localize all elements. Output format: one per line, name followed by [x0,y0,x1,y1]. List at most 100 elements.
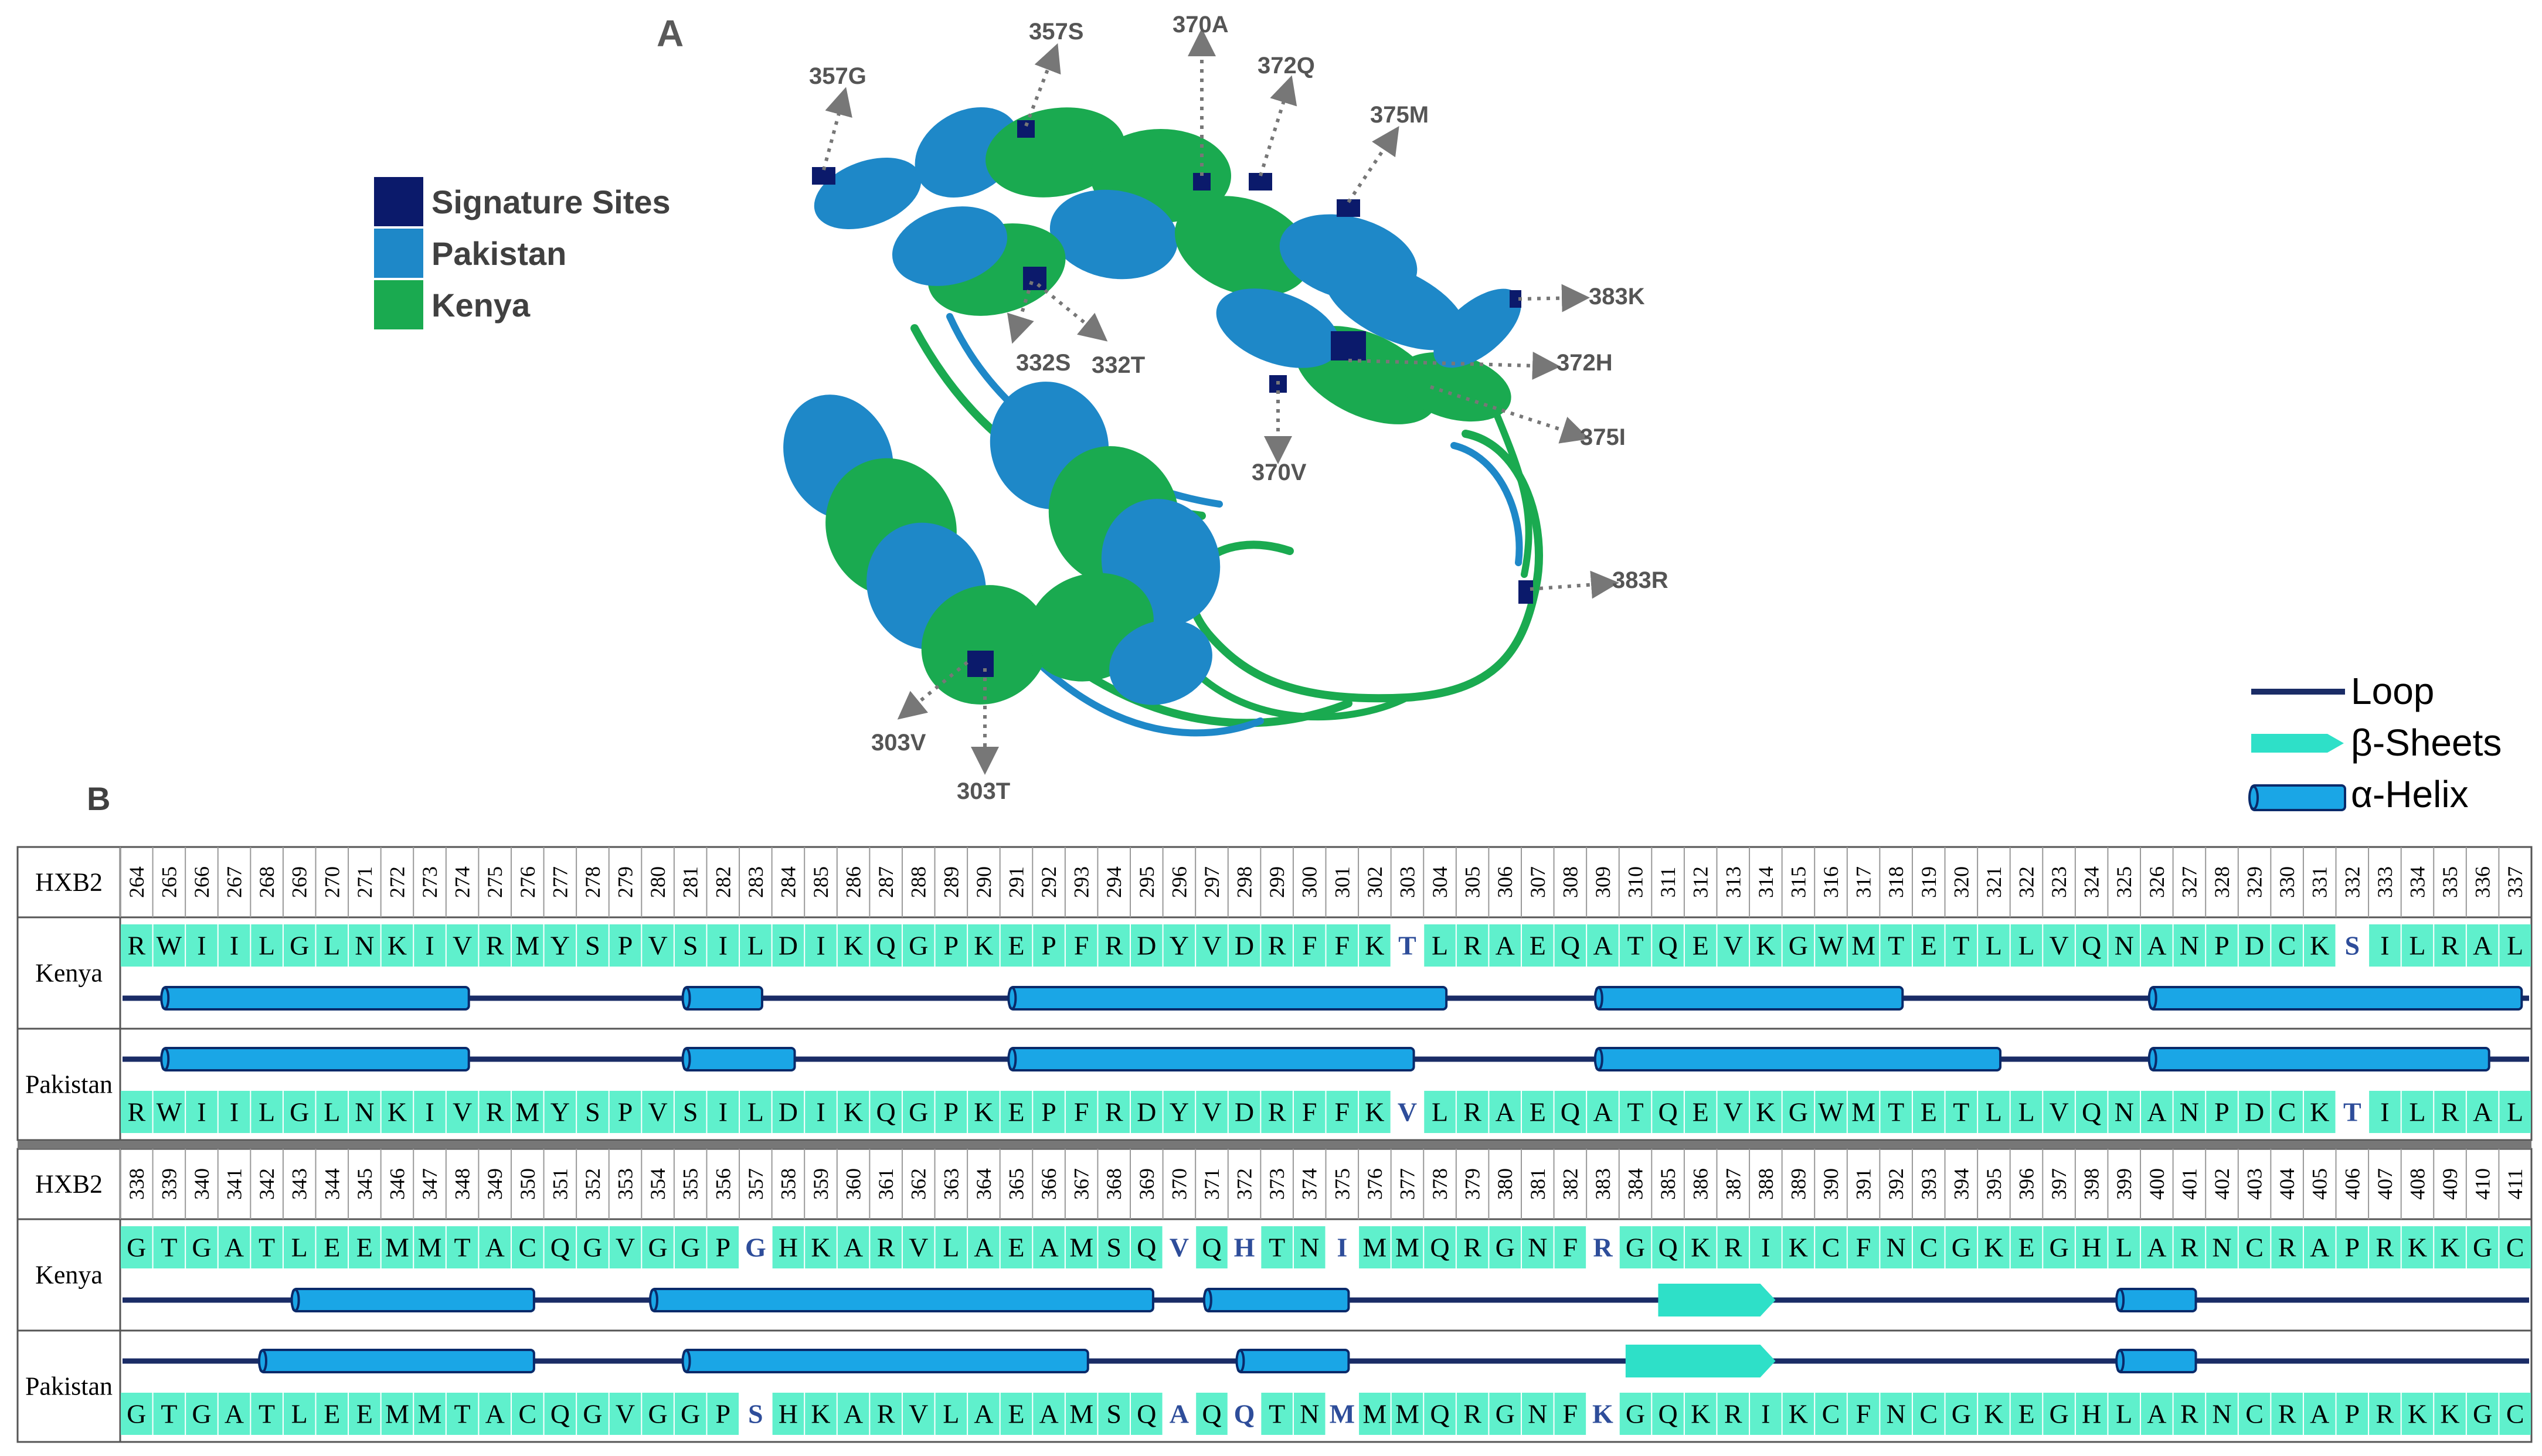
amino-acid: L [1986,1097,2002,1127]
amino-acid: A [1496,931,1515,961]
amino-acid: I [230,1097,239,1127]
aa-cell [902,1226,934,1268]
aa-cell [870,1091,902,1133]
amino-acid: W [1818,1097,1844,1127]
aa-cell [1424,1393,1456,1435]
amino-acid: R [2441,1097,2459,1127]
amino-acid: P [1041,1097,1056,1127]
aa-cell [1554,1393,1586,1435]
amino-acid: K [2310,931,2329,961]
amino-acid: C [2278,1097,2296,1127]
alpha-helix [681,1047,796,1071]
aa-cell [1880,1226,1912,1268]
panel-b-label: B [87,780,111,817]
position-number: 324 [2080,866,2103,898]
aa-cell [1065,924,1097,967]
aa-cell [2434,1393,2466,1435]
aa-cell [1065,1226,1097,1268]
signature-residue: H [1234,1233,1255,1263]
position-number: 370 [1167,1168,1191,1200]
amino-acid: C [1919,1233,1938,1263]
position-number: 325 [2112,866,2136,898]
position-number: 391 [1852,1168,1875,1200]
position-number: 295 [1135,866,1158,898]
signature-cell [2336,1091,2368,1133]
position-number: 300 [1298,866,1321,898]
aa-cell [414,1091,446,1133]
aa-cell [218,1091,250,1133]
amino-acid: E [356,1233,373,1263]
amino-acid: V [1202,1097,1221,1127]
position-number: 283 [744,866,767,898]
position-number: 393 [1917,1168,1941,1200]
aa-cell [1847,1393,1880,1435]
signature-residue: I [1337,1233,1347,1263]
amino-acid: E [1693,931,1709,961]
position-number: 390 [1819,1168,1843,1200]
amino-acid: I [425,1097,434,1127]
amino-acid: I [197,1097,206,1127]
amino-acid: P [1041,931,1056,961]
lower-helices [783,382,1221,705]
aa-cell [2303,924,2336,967]
helix-body [2149,1047,2490,1071]
amino-acid: G [2049,1233,2068,1263]
aa-cell [1815,924,1847,967]
signature-cell [2336,924,2368,967]
position-number: 374 [1298,1168,1321,1200]
amino-acid: G [583,1233,602,1263]
aa-cell [414,1226,446,1268]
position-number: 291 [1004,866,1028,898]
aa-cell [642,1393,674,1435]
aa-cell [1489,1393,1521,1435]
amino-acid: G [1952,1399,1971,1429]
amino-acid: L [324,931,340,961]
aa-cell [381,924,413,967]
position-number: 402 [2210,1168,2234,1200]
aa-cell [1521,1091,1554,1133]
aa-cell [2010,1226,2043,1268]
aa-cell [1587,924,1619,967]
position-number: 331 [2308,866,2332,898]
callout-357g: 357G [809,63,866,89]
position-number: 328 [2210,866,2234,898]
aa-cell [642,1226,674,1268]
amino-acid: D [2245,1097,2264,1127]
aa-cell [1228,924,1260,967]
signature-residue: S [2345,931,2360,961]
amino-acid: K [1789,1399,1808,1429]
position-number: 294 [1102,866,1126,898]
aa-cell [1033,924,1065,967]
amino-acid: M [418,1399,442,1429]
amino-acid: V [1724,1097,1743,1127]
amino-acid: I [2380,1097,2389,1127]
position-number: 368 [1102,1168,1126,1200]
helix-cap [290,1288,300,1312]
amino-acid: G [192,1233,211,1263]
aa-cell [2369,1091,2401,1133]
position-number: 297 [1200,866,1224,898]
amino-acid: G [1789,1097,1808,1127]
amino-acid: R [1268,931,1286,961]
aa-cell [1847,1226,1880,1268]
amino-acid: G [127,1399,146,1429]
amino-acid: A [1039,1233,1058,1263]
position-number: 310 [1624,866,1647,898]
aa-cell [1782,924,1814,967]
aa-cell [2141,1393,2173,1435]
amino-acid: T [1953,1097,1969,1127]
position-number: 406 [2340,1168,2364,1200]
position-number: 316 [1819,866,1843,898]
amino-acid: G [681,1233,700,1263]
amino-acid: R [1724,1233,1742,1263]
amino-acid: N [355,1097,374,1127]
aa-cell [446,1226,478,1268]
row-label-kenya: Kenya [35,1261,103,1290]
amino-acid: R [1463,931,1481,961]
position-number: 394 [1949,1168,1973,1200]
aa-cell [837,1393,869,1435]
amino-acid: L [291,1233,308,1263]
aa-cell [1065,1393,1097,1435]
row-label-kenya: Kenya [35,959,103,988]
